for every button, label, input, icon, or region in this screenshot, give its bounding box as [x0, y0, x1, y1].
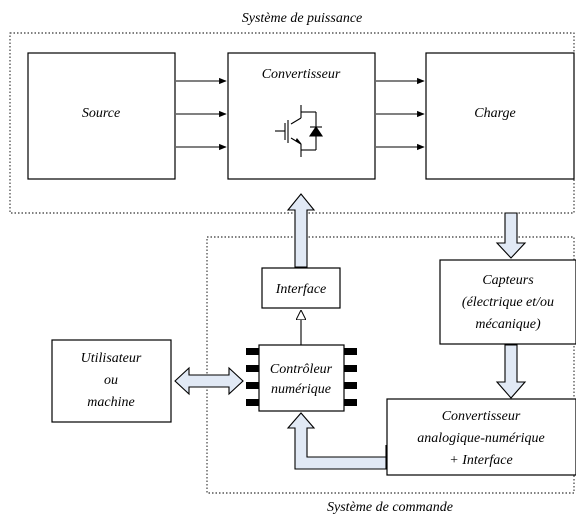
- control-system-frame: [206, 236, 575, 494]
- adc-line-2: analogique-numérique: [417, 431, 545, 446]
- source-to-converter-arrows: [176, 77, 227, 151]
- controller-line-2: numérique: [271, 382, 331, 397]
- power-system-title: Système de puissance: [242, 11, 363, 26]
- user-block: Utilisateur ou machine: [51, 339, 172, 423]
- load-block: Charge: [425, 52, 575, 180]
- load-to-sensors-arrow: [495, 212, 527, 259]
- converter-to-load-arrows: [376, 77, 425, 151]
- user-line-3: machine: [87, 395, 134, 410]
- sensors-line-1: Capteurs: [482, 273, 534, 288]
- interface-to-converter-arrow: [286, 193, 316, 268]
- user-line-2: ou: [104, 373, 118, 388]
- controller-chip: Contrôleur numérique: [246, 344, 357, 412]
- sensors-line-2: (électrique et/ou: [462, 295, 554, 310]
- sensors-to-adc-arrow: [495, 344, 527, 399]
- adc-line-3: + Interface: [449, 453, 512, 468]
- converter-label: Convertisseur: [262, 67, 341, 82]
- adc-to-controller-arrow: [286, 412, 387, 470]
- power-system-frame: [9, 32, 575, 214]
- source-block: Source: [27, 52, 176, 180]
- adc-block: Convertisseur analogique-numérique + Int…: [386, 398, 576, 476]
- source-label: Source: [82, 106, 120, 121]
- igbt-diode-icon: [275, 105, 324, 157]
- chip-pins-left: [246, 348, 260, 406]
- user-line-1: Utilisateur: [81, 351, 142, 366]
- adc-line-1: Convertisseur: [442, 409, 521, 424]
- sensors-line-3: mécanique): [475, 317, 541, 332]
- load-label: Charge: [474, 106, 515, 121]
- interface-label: Interface: [275, 282, 327, 297]
- chip-pins-right: [343, 348, 357, 406]
- controller-line-1: Contrôleur: [270, 362, 333, 377]
- control-system-title: Système de commande: [327, 500, 453, 515]
- converter-block: Convertisseur: [227, 52, 376, 180]
- sensors-block: Capteurs (électrique et/ou mécanique): [439, 259, 576, 345]
- interface-block: Interface: [261, 267, 341, 309]
- user-controller-double-arrow: [174, 366, 244, 396]
